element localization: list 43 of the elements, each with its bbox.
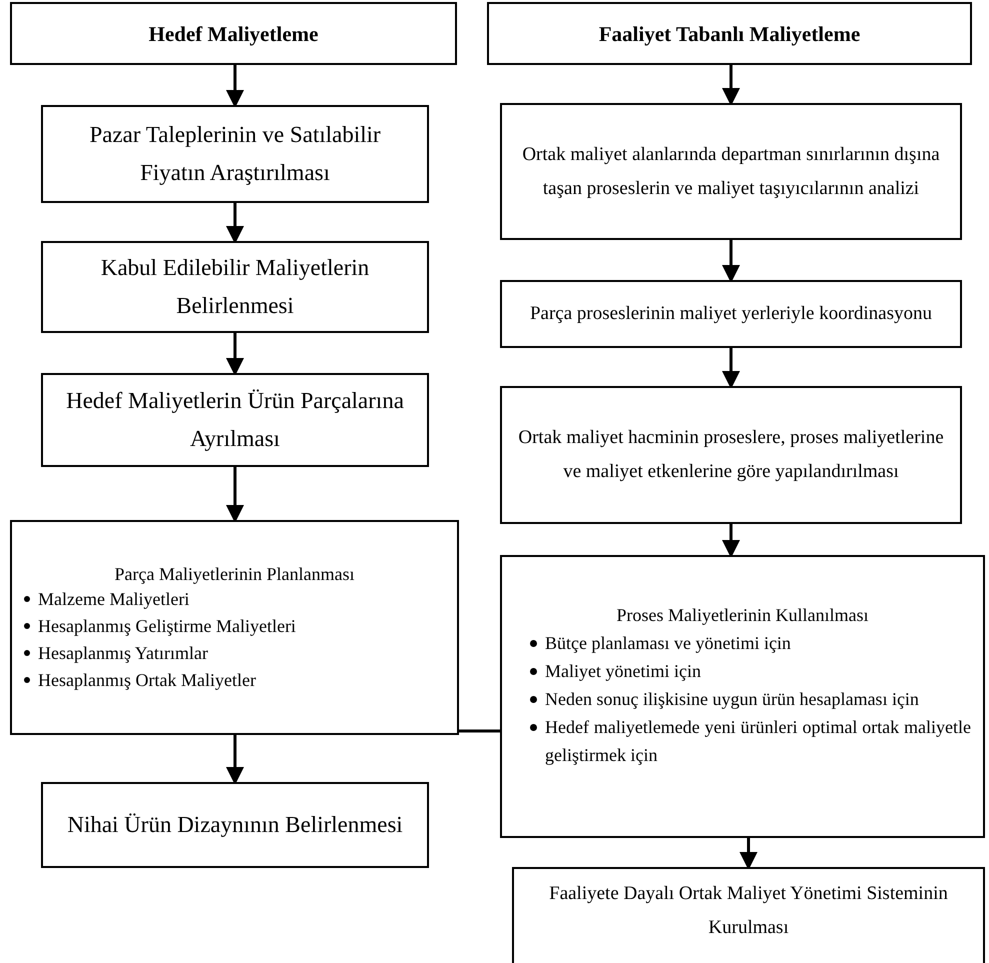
box-title: Hedef Maliyetleme <box>148 20 320 48</box>
process-box <box>500 103 962 240</box>
box-text: Ortak maliyet alanlarında departman sınırlarının dışına taşan proseslerin ve maliyet taşıyıcılarının analizi <box>521 142 941 200</box>
bullet-text: Neden sonuç ilişkisine uygun ürün hesaplaması için <box>545 688 919 711</box>
process-box <box>487 2 972 65</box>
process-box <box>41 782 429 868</box>
process-box <box>10 2 457 65</box>
process-box <box>500 280 962 348</box>
arrow <box>722 65 740 106</box>
bullet-text: Malzeme Maliyetleri <box>38 588 190 611</box>
arrow <box>722 240 740 283</box>
process-box <box>500 386 962 524</box>
arrow <box>226 203 244 244</box>
process-box <box>10 520 459 735</box>
bullet-text: Hesaplanmış Ortak Maliyetler <box>38 668 256 692</box>
bullet-text: Hedef maliyetlemede yeni ürünleri optimal ortak maliyetle geliştirmek için <box>545 716 971 767</box>
arrow <box>226 467 244 523</box>
box-text: Parça proseslerinin maliyet yerleriyle koordinasyonu <box>528 302 934 326</box>
process-box <box>41 241 429 333</box>
connector-line <box>459 730 500 732</box>
box-text: Ortak maliyet hacminin proseslere, proses maliyetlerine ve maliyet etkenlerine göre yapılandırılması <box>517 426 945 484</box>
box-text: Faaliyete Dayalı Ortak Maliyet Yönetimi Sisteminin Kurulması <box>548 882 949 940</box>
process-box <box>41 105 429 203</box>
box-heading: Proses Maliyetlerinin Kullanılması <box>616 604 870 627</box>
process-box <box>512 867 985 963</box>
arrow <box>226 65 244 108</box>
bullet-text: Bütçe planlaması ve yönetimi için <box>545 632 791 655</box>
bullet-text: Maliyet yönetimi için <box>545 660 701 683</box>
process-box <box>500 555 985 838</box>
arrow <box>226 333 244 376</box>
bullet-text: Hesaplanmış Yatırımlar <box>38 642 208 665</box>
arrow <box>722 524 740 558</box>
box-text: Hedef Maliyetlerin Ürün Parçalarına Ayrılması <box>65 387 405 453</box>
box-text: Kabul Edilebilir Maliyetlerin Belirlenmesi <box>100 254 370 320</box>
arrow <box>740 838 758 870</box>
bullet-text: Hesaplanmış Geliştirme Maliyetleri <box>38 614 296 638</box>
arrow <box>226 735 244 785</box>
box-heading: Parça Maliyetlerinin Planlanması <box>114 562 356 586</box>
process-box <box>41 373 429 467</box>
box-text: Nihai Ürün Dizaynının Belirlenmesi <box>66 811 404 839</box>
box-title: Faaliyet Tabanlı Maliyetleme <box>598 20 862 48</box>
box-text: Pazar Taleplerinin ve Satılabilir Fiyatın Araştırılması <box>88 121 382 187</box>
arrow <box>722 348 740 389</box>
